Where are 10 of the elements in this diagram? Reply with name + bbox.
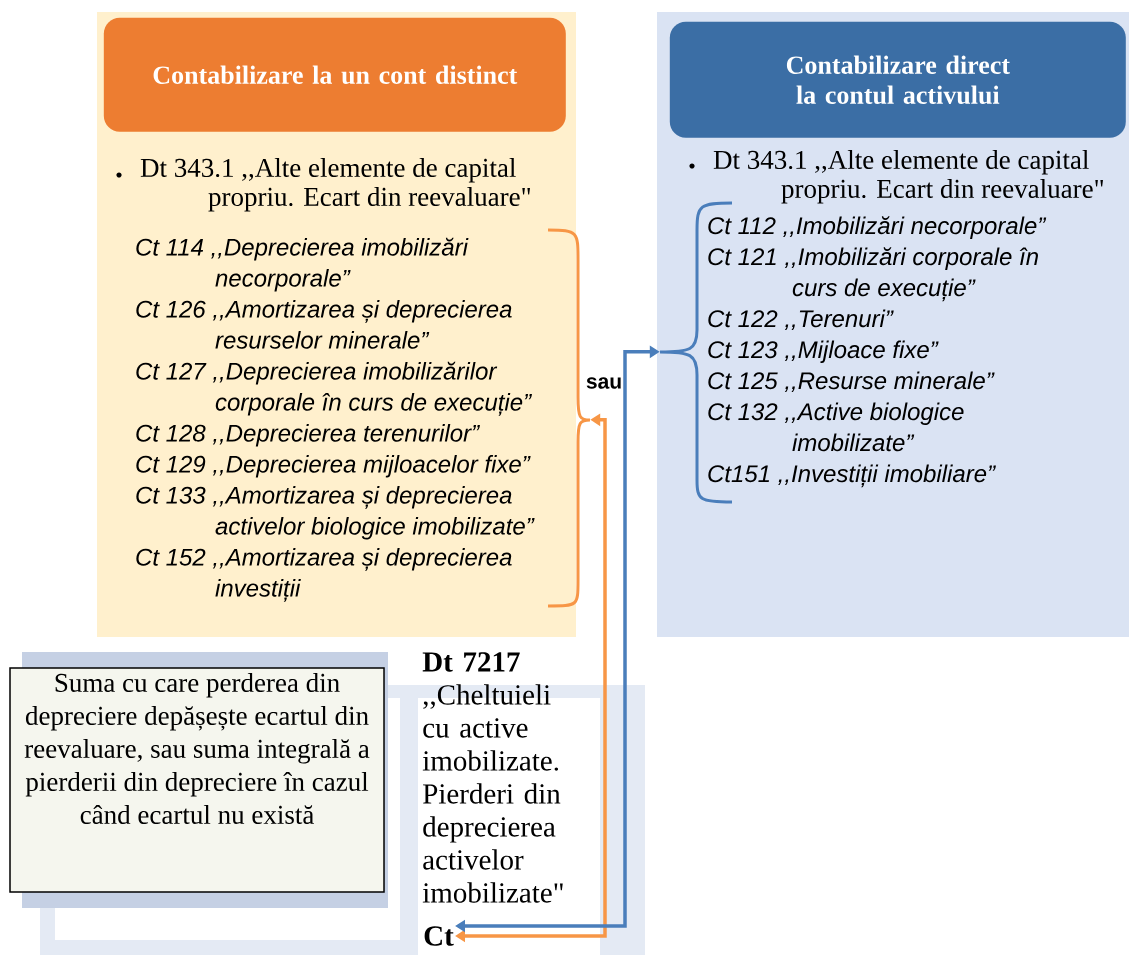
header-box: Contabilizare la un cont distinct	[103, 17, 566, 132]
connector-label: sau	[586, 377, 621, 389]
account-text: Dt 343.1 ,,Alte elemente de capital propriu. Ecart din reevaluare"	[713, 150, 1103, 204]
note-box: Suma cu care perderea din depreciere depășește ecartul din reevaluare, sau suma integrală a pierderii din depreciere în cazul când ecartul nu există	[9, 667, 385, 893]
account-list: Ct 112 ,,Imobilizări necorporale” Ct 121 ,,Imobilizări corporale în curs de execuție” Ct 122 ,,Terenuri” Ct 123 ,,Mijloace fixe” Ct 125 ,,Resurse minerale” Ct 132 ,,Active biologice imobilizate” Ct151 ,,Investiții imobiliare”	[708, 216, 1047, 488]
account-text: Dt 343.1 ,,Alte elemente de capital propriu. Ecart din reevaluare"	[140, 158, 530, 212]
account-text: Dt 7217 ,,Cheltuieli cu active imobilizate. Pierderi din deprecierea activelor imobilizate"	[422, 652, 563, 903]
account-text: Ct	[424, 926, 454, 946]
account-list: Ct 114 ,,Deprecierea imobilizări necorporale” Ct 126 ,,Amortizarea și deprecierea resurselor minerale” Ct 127 ,,Deprecierea imobilizărilor corporale în curs de execuție” Ct 128 ,,Deprecierea terenurilor” Ct 129 ,,Deprecierea mijloacelor fixe” Ct 133 ,,Amortizarea și deprecierea activelor biologice imobilizate” Ct 152 ,,Amortizarea și deprecierea investiții	[136, 237, 535, 602]
header-box: Contabilizare direct la contul activului	[669, 21, 1126, 138]
